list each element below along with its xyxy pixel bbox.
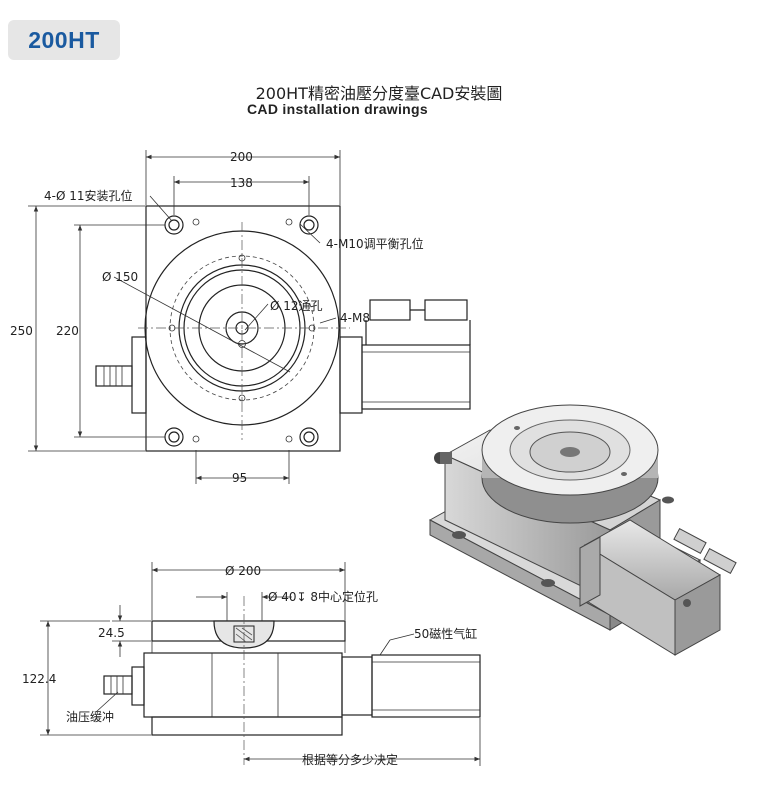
isometric-view [428,404,737,656]
label-mount-holes: 4-Ø 11安装孔位 [44,188,133,203]
label-cylinder: 50磁性气缸 [414,626,477,641]
top-view: 200 138 250 220 95 4-Ø 11安装孔位 4-M10调平衡孔位… [10,150,471,485]
mount-hole-tl [164,215,184,235]
dim-250-label: 250 [10,324,33,338]
label-center-hole: Ø 40↧ 8中心定位孔 [268,589,378,604]
mount-hole-tr [299,215,319,235]
label-oil-buffer: 油压缓冲 [66,709,114,724]
side-view: Ø 200 Ø 40↧ 8中心定位孔 24.5 122.4 50磁性气缸 油压缓… [22,562,481,767]
label-length-depends: 根据等分多少决定 [302,752,398,767]
dim-122-4-label: 122.4 [22,672,56,686]
dim-dia200-label: Ø 200 [225,564,261,578]
label-m8: 4-M8 [340,311,370,325]
label-dia150: Ø 150 [102,270,138,284]
base-plate-outline [145,205,341,452]
dim-95-label: 95 [232,471,247,485]
cylinder-body-top [361,344,471,410]
title-english: CAD installation drawings [247,101,428,117]
cylinder-body-side [371,654,481,718]
title-chinese: 200HT精密油壓分度臺CAD安裝圖 [255,84,503,103]
mount-hole-br [299,427,319,447]
label-through-hole: Ø 12通孔 [270,299,323,313]
dim-138-label: 138 [230,176,253,190]
dim-24-5-label: 24.5 [98,626,125,640]
dim-200-label: 200 [230,150,253,164]
model-badge: 200HT [8,20,120,60]
label-adjust-holes: 4-M10调平衡孔位 [326,236,424,251]
mount-hole-bl [164,427,184,447]
dim-220-label: 220 [56,324,79,338]
